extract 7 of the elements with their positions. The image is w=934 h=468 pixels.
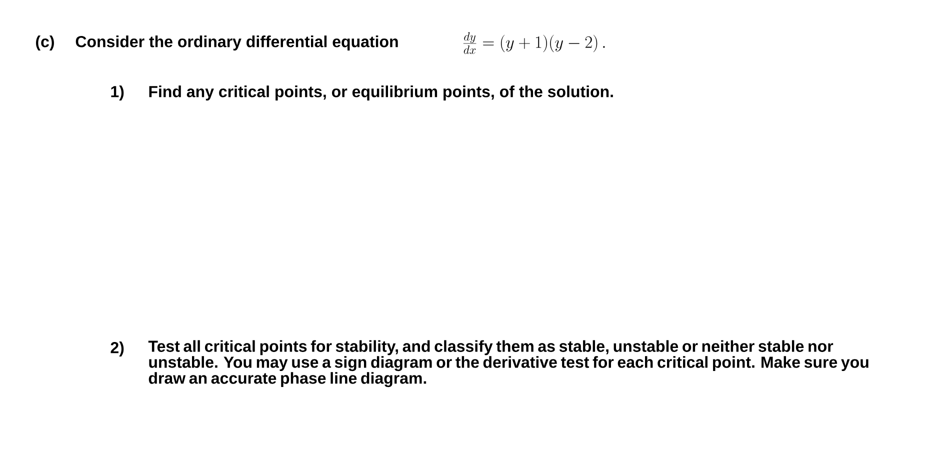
item-letter: (c)	[36, 36, 54, 50]
item-number: 1)	[111, 86, 124, 100]
question-text: Consider the ordinary differential equation	[76, 36, 398, 50]
question-text: Find any critical points, or equilibrium points, of the solution.	[149, 86, 613, 100]
question-paragraph: Test all critical points for stability, and classify them as stable, unstable or neither stable nor unstable. You may use a sign diagram or the derivative test for each critical point. Make sure you draw an accurate phase line diagram.	[148, 340, 868, 388]
equation: $\frac{dy}{dx}=(y+1)(y-2)\,.$	[463, 32, 605, 54]
item-number: 2)	[110, 342, 124, 356]
